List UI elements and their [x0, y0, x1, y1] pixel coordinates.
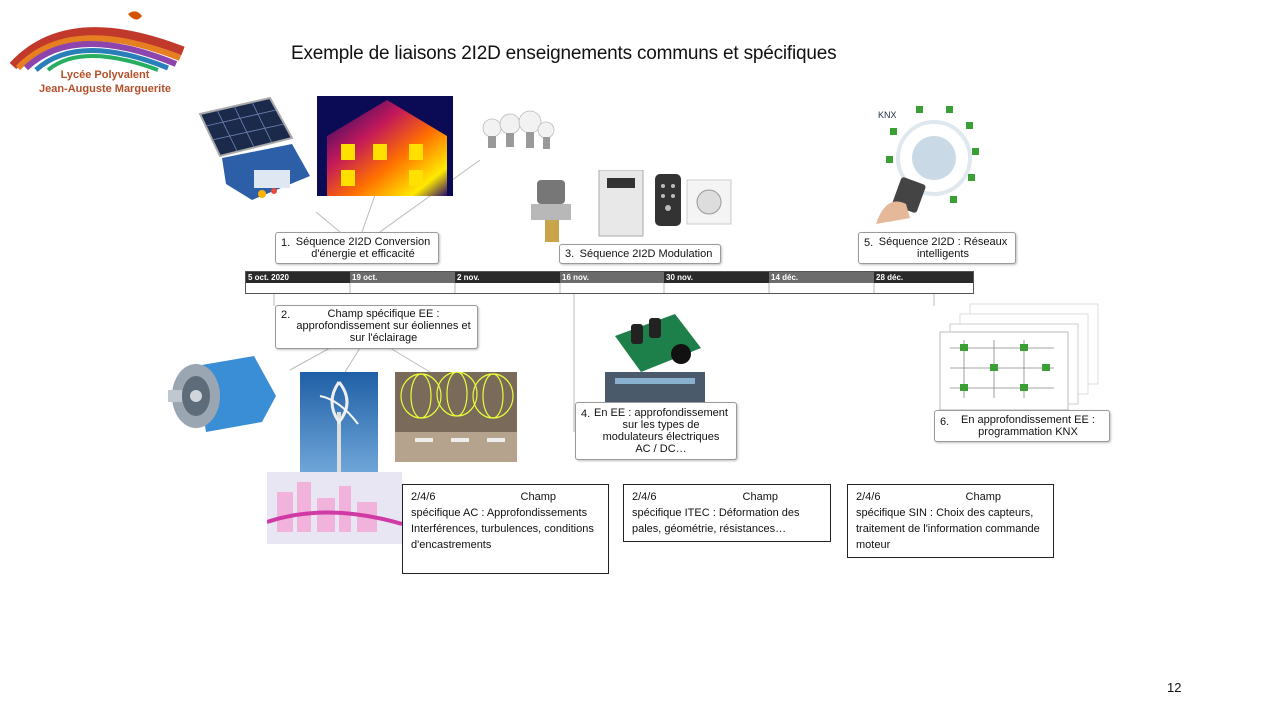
callout-6: 6. En approfondissement EE : programmati… — [934, 410, 1110, 442]
textbox-ac: 2/4/6 Champ spécifique AC : Approfondiss… — [402, 484, 609, 574]
callout-4-text: En EE : approfondissement sur les types … — [594, 407, 728, 455]
timeline-date-7: 28 déc. — [874, 272, 973, 283]
callout-2-number: 2. — [281, 309, 291, 321]
callout-1: 1. Séquence 2I2D Conversion d'énergie et… — [275, 232, 439, 264]
textbox-ac-head: Champ — [520, 491, 556, 503]
school-logo — [8, 6, 198, 102]
callout-2-text: Champ spécifique EE : approfondissement … — [296, 308, 471, 344]
knx-label: KNX — [878, 110, 897, 120]
logo-arc-icon — [9, 11, 185, 72]
callout-5: 5. Séquence 2I2D : Réseaux intelligents — [858, 232, 1016, 264]
timeline-band: 5 oct. 2020 19 oct. 2 nov. 16 nov. 30 no… — [246, 272, 973, 283]
callout-6-number: 6. — [940, 416, 950, 428]
pwm-controller-image — [605, 306, 705, 402]
textbox-itec-code: 2/4/6 — [632, 491, 657, 503]
callout-4-number: 4. — [581, 408, 591, 420]
logo-text: Lycée Polyvalent Jean-Auguste Marguerite — [20, 68, 190, 96]
callout-5-text: Séquence 2I2D : Réseaux intelligents — [878, 236, 1008, 260]
textbox-ac-code: 2/4/6 — [411, 491, 436, 503]
textbox-sin-body: spécifique SIN : Choix des capteurs, tra… — [856, 507, 1040, 551]
timeline-date-1: 5 oct. 2020 — [246, 272, 350, 283]
textbox-itec-head: Champ — [742, 491, 778, 503]
motor-image — [166, 352, 280, 436]
timeline-date-5: 30 nov. — [664, 272, 769, 283]
page-title: Exemple de liaisons 2I2D enseignements c… — [291, 43, 837, 64]
textbox-itec-body: spécifique ITEC : Déformation des pales,… — [632, 507, 800, 535]
modulation-devices-image — [523, 170, 738, 246]
callout-3-text: Séquence 2I2D Modulation — [579, 248, 713, 260]
textbox-sin-code: 2/4/6 — [856, 491, 881, 503]
textbox-itec: 2/4/6 Champ spécifique ITEC : Déformatio… — [623, 484, 831, 542]
callout-4: 4. En EE : approfondissement sur les typ… — [575, 402, 737, 460]
textbox-sin: 2/4/6 Champ spécifique SIN : Choix des c… — [847, 484, 1054, 558]
callout-5-number: 5. — [864, 237, 874, 249]
timeline-date-4: 16 nov. — [560, 272, 664, 283]
page-number: 12 — [1167, 680, 1182, 695]
timeline-date-6: 14 déc. — [769, 272, 874, 283]
led-bulbs-image — [478, 110, 558, 162]
wind-turbine-image — [300, 372, 378, 472]
textbox-ac-body: spécifique AC : Approfondissements Inter… — [411, 507, 594, 551]
logo-line-1: Lycée Polyvalent — [60, 69, 150, 81]
timeline-ticks — [349, 283, 875, 293]
knx-smart-home-image: KNX — [872, 104, 984, 228]
solar-panel-image — [192, 96, 314, 214]
thermal-house-image — [317, 96, 453, 196]
timeline-date-3: 2 nov. — [455, 272, 560, 283]
textbox-sin-head: Champ — [965, 491, 1001, 503]
callout-1-number: 1. — [281, 237, 291, 249]
callout-2: 2. Champ spécifique EE : approfondisseme… — [275, 305, 478, 349]
callout-3: 3. Séquence 2I2D Modulation — [559, 244, 721, 264]
lighting-image — [395, 372, 517, 462]
callout-6-text: En approfondissement EE : programmation … — [961, 414, 1095, 438]
cfd-simulation-image — [267, 472, 402, 544]
callout-3-number: 3. — [565, 248, 575, 260]
knx-schematic-image — [934, 298, 1102, 410]
logo-line-2: Jean-Auguste Marguerite — [38, 83, 172, 95]
timeline: 5 oct. 2020 19 oct. 2 nov. 16 nov. 30 no… — [245, 271, 974, 294]
callout-1-text: Séquence 2I2D Conversion d'énergie et ef… — [295, 236, 431, 260]
timeline-date-2: 19 oct. — [350, 272, 455, 283]
